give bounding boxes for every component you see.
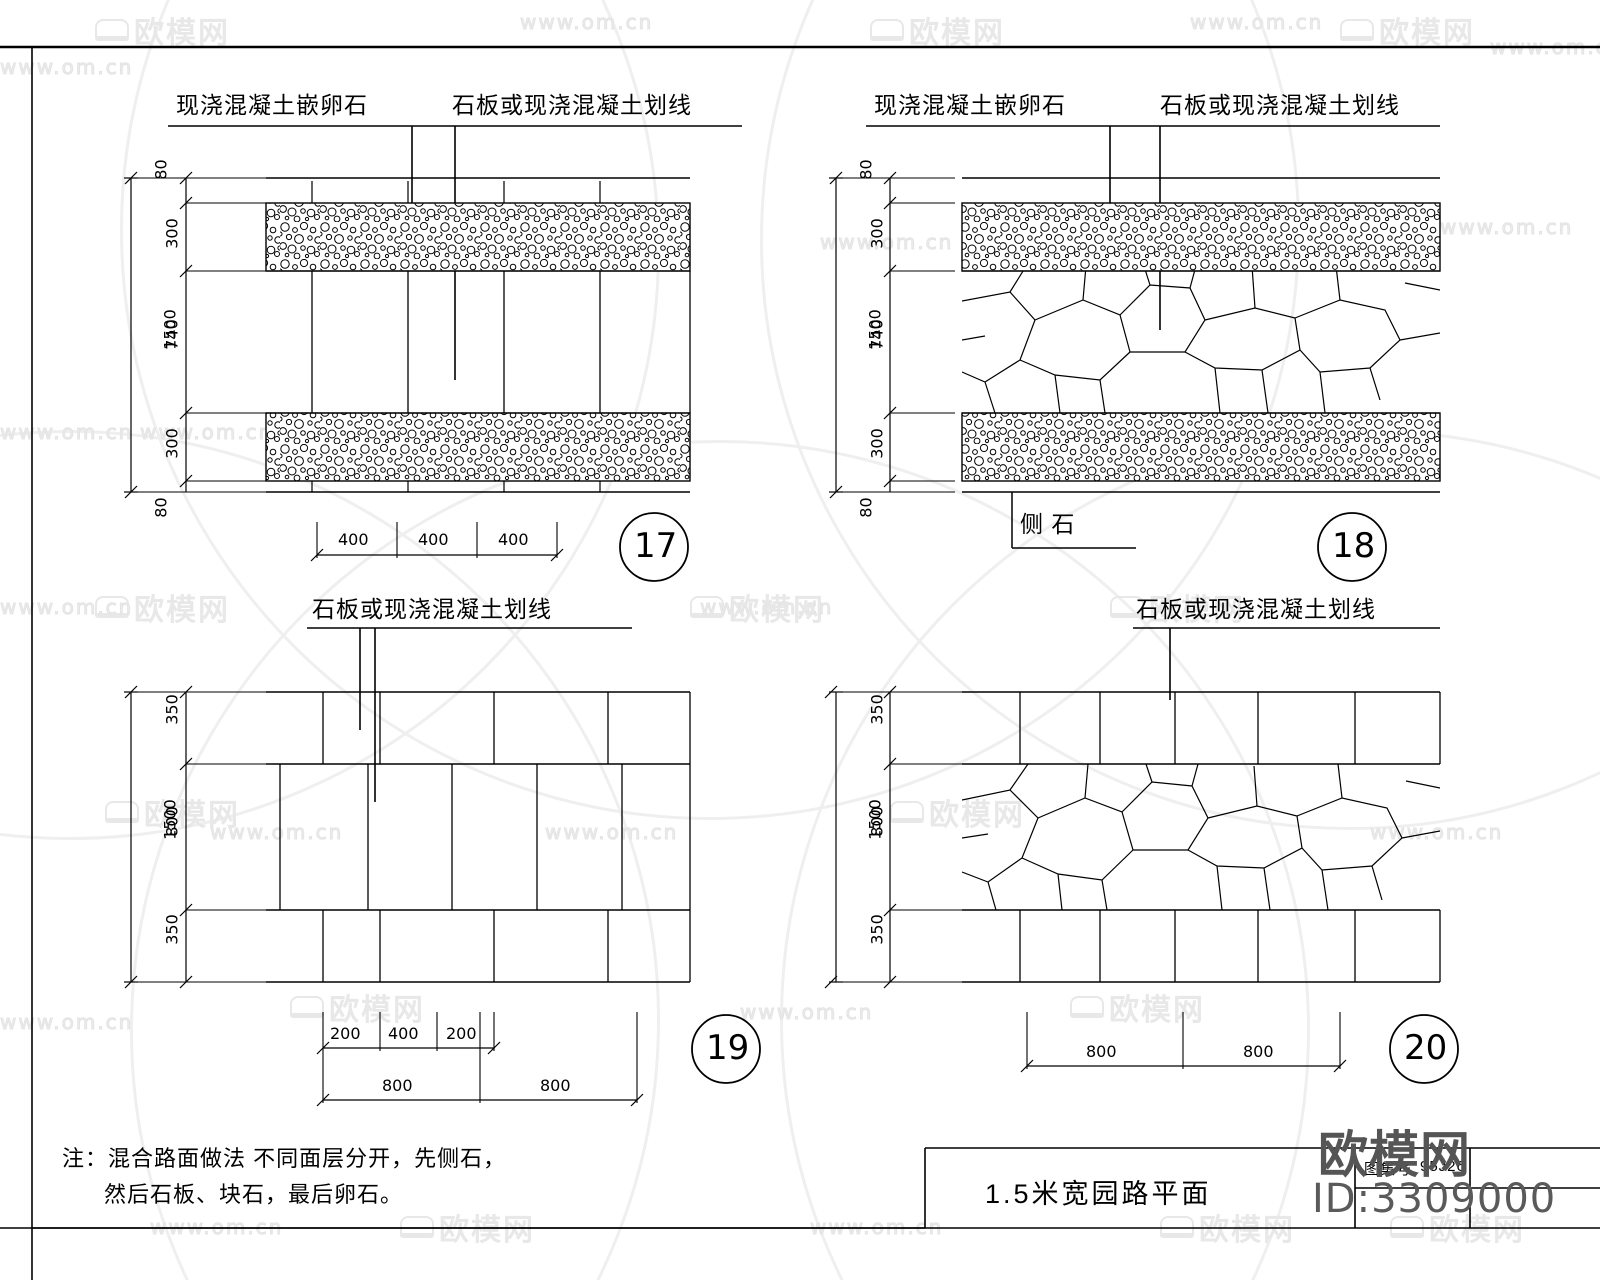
detail-18-dim-740: 740: [867, 319, 887, 350]
detail-20-linework: [824, 627, 1459, 1084]
detail-18-label-cobble: 现浇混凝土嵌卵石: [874, 92, 1066, 118]
watermark-id: ID:3309000: [1312, 1176, 1557, 1222]
detail-18-dim-300-bottom: 300: [867, 428, 887, 459]
detail-20-dim-350-bottom: 350: [867, 914, 887, 945]
detail-19-linework: [124, 627, 761, 1107]
detail-17-label-slab: 石板或现浇混凝土划线: [452, 92, 692, 118]
detail-17-dim-740: 740: [162, 319, 182, 350]
detail-19-dim-800: 800: [162, 806, 182, 837]
title-block-linework: [924, 1147, 1600, 1228]
drawing-set-label: 图集号: [1364, 1161, 1413, 1178]
detail-17-dim-300-bottom: 300: [162, 428, 182, 459]
detail-18-label-kerb: 侧 石: [1020, 511, 1076, 537]
detail-19-dim-350-top: 350: [162, 694, 182, 725]
note-line-2: 然后石板、块石，最后卵石。: [104, 1182, 404, 1207]
drawing-set-value: 95J26: [1420, 1158, 1466, 1175]
detail-18-dim-80-bottom: 80: [856, 497, 876, 518]
detail-20-dim-800: 800: [867, 806, 887, 837]
detail-17-label-cobble: 现浇混凝土嵌卵石: [176, 92, 368, 118]
note-line-1: 注：混合路面做法 不同面层分开，先侧石，: [62, 1146, 507, 1171]
detail-17-dim-80-top: 80: [151, 159, 171, 180]
detail-20-label-slab: 石板或现浇混凝土划线: [1136, 596, 1376, 622]
watermark-brand-large: 欧模网: [1318, 1126, 1471, 1184]
detail-19-dim-350-bottom: 350: [162, 914, 182, 945]
detail-18-linework: [829, 125, 1441, 582]
detail-17-dim-400-b: 400: [418, 530, 449, 549]
detail-18-dim-300-top: 300: [867, 218, 887, 249]
detail-19-dim-200-a: 200: [330, 1024, 361, 1043]
detail-17-dim-400-c: 400: [498, 530, 529, 549]
detail-20-bubble-number: 20: [1404, 1028, 1448, 1068]
detail-17-dim-80-bottom: 80: [151, 497, 171, 518]
detail-19-label-slab: 石板或现浇混凝土划线: [312, 596, 552, 622]
detail-17-dim-400-a: 400: [338, 530, 369, 549]
detail-18-label-slab: 石板或现浇混凝土划线: [1160, 92, 1400, 118]
detail-19-dim-200-b: 200: [446, 1024, 477, 1043]
detail-20-dim-350-top: 350: [867, 694, 887, 725]
detail-19-dim-800-b: 800: [540, 1076, 571, 1095]
detail-19-bubble-number: 19: [706, 1028, 750, 1068]
drawing-title: 1.5米宽园路平面: [985, 1179, 1212, 1209]
detail-20-dim-800-b: 800: [1243, 1042, 1274, 1061]
detail-20-dim-800-a: 800: [1086, 1042, 1117, 1061]
detail-19-dim-400: 400: [388, 1024, 419, 1043]
detail-18-bubble-number: 18: [1332, 526, 1376, 566]
detail-17-dim-300-top: 300: [162, 218, 182, 249]
detail-17-bubble-number: 17: [634, 526, 678, 566]
detail-17-linework: [124, 125, 742, 582]
detail-19-dim-800-a: 800: [382, 1076, 413, 1095]
detail-18-dim-80-top: 80: [856, 159, 876, 180]
